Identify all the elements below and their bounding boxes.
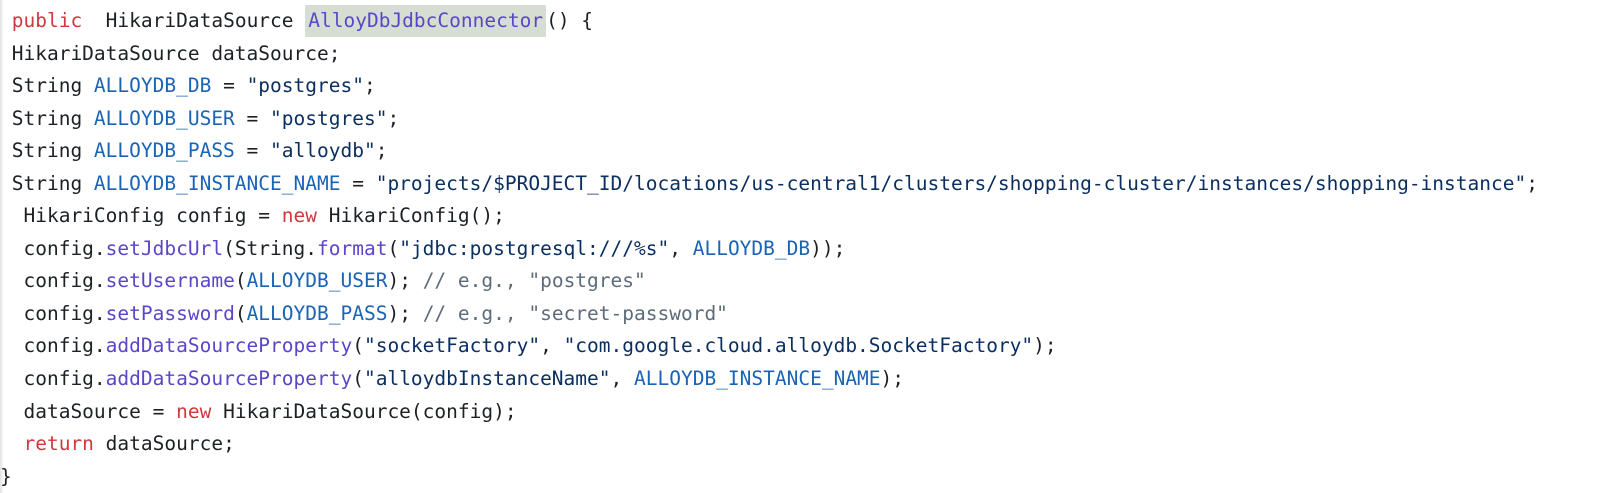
code-token: config. [0,367,106,391]
code-token: ALLOYDB_DB [692,236,811,260]
highlighted-token: AlloyDbJdbcConnector [305,5,547,37]
code-token: "projects/$PROJECT_ID/locations/us-centr… [375,171,1527,195]
code-token: , [540,334,564,358]
code-token: config. [0,334,106,358]
code-token: )); [810,236,846,260]
code-token: ( [234,301,247,325]
code-line: config.setUsername(ALLOYDB_USER); // e.g… [0,265,1600,298]
code-token: "postgres" [246,74,364,98]
code-line: config.setPassword(ALLOYDB_PASS); // e.g… [0,298,1600,331]
code-token: = [340,171,376,195]
code-token: dataSource = [0,399,177,423]
code-token: config. [0,301,106,325]
code-token: "socketFactory" [363,334,541,358]
code-token: = [211,74,247,98]
code-token: HikariDataSource [82,9,306,32]
code-token: ; [387,106,400,130]
code-token: } [0,464,12,488]
code-token: config. [0,236,106,260]
code-token: ; [375,139,388,163]
code-token: new [281,204,317,228]
code-line: String ALLOYDB_PASS = "alloydb"; [0,135,1600,168]
code-token: ALLOYDB_PASS [246,301,388,325]
code-token: ); [1033,334,1057,358]
code-line: String ALLOYDB_INSTANCE_NAME = "projects… [0,168,1600,201]
code-token: ( [387,236,400,260]
code-token: HikariDataSource dataSource; [0,41,341,65]
code-token: "jdbc:postgresql:///%s" [399,236,670,260]
code-token: // e.g., "postgres" [422,269,646,293]
code-token: HikariConfig(); [317,204,505,228]
code-token: = [234,139,271,163]
code-token: ( [352,367,364,391]
code-token: ALLOYDB_INSTANCE_NAME [634,367,881,391]
code-token [0,9,12,32]
code-token: , [610,367,634,391]
code-token: dataSource; [93,432,235,456]
code-token: setUsername [105,269,235,293]
code-line: } [0,461,1600,493]
code-token: ALLOYDB_PASS [93,139,235,163]
code-line: config.addDataSourceProperty("socketFact… [0,330,1600,363]
code-token: "alloydbInstanceName" [363,367,611,391]
code-token: setJdbcUrl [105,236,224,260]
code-line: String ALLOYDB_USER = "postgres"; [0,103,1600,136]
code-token: "com.google.cloud.alloydb.SocketFactory" [563,334,1034,358]
code-line: dataSource = new HikariDataSource(config… [0,396,1600,429]
code-token: String [0,74,94,98]
code-line: public HikariDataSource AlloyDbJdbcConne… [0,5,1600,38]
code-token: "postgres" [270,106,388,130]
code-token: HikariConfig config = [0,204,282,228]
code-token: new [176,399,212,423]
code-token: HikariDataSource(config); [211,399,517,423]
code-line: return dataSource; [0,428,1600,461]
code-line: HikariConfig config = new HikariConfig()… [0,200,1600,233]
code-token: ALLOYDB_USER [246,269,388,293]
code-token: String [0,139,94,163]
code-token: String [0,171,94,195]
code-token: (String. [223,236,317,260]
code-token: ); [880,367,905,391]
code-token: ; [363,74,376,98]
code-token: format [317,236,388,260]
code-token: "alloydb" [270,139,376,163]
code-token: String [0,106,94,130]
code-token: addDataSourceProperty [105,367,353,391]
code-token: ( [234,269,247,293]
code-token: public [11,9,83,32]
code-line: HikariDataSource dataSource; [0,38,1600,71]
code-token: ALLOYDB_DB [93,74,212,98]
code-token: = [234,106,271,130]
code-token: setPassword [105,301,235,325]
code-token: , [669,236,693,260]
code-token: ; [1526,171,1538,195]
code-token: return [23,432,94,456]
code-token: () { [546,9,594,32]
code-token [0,432,23,455]
code-token: config. [0,269,106,293]
code-token: ( [352,334,364,358]
code-token: // e.g., "secret-password" [422,301,728,325]
code-line: String ALLOYDB_DB = "postgres"; [0,70,1600,103]
code-token: ); [387,301,423,325]
code-token: ALLOYDB_INSTANCE_NAME [93,171,341,195]
code-line: config.addDataSourceProperty("alloydbIns… [0,363,1600,396]
code-token: addDataSourceProperty [105,334,353,358]
code-token: ALLOYDB_USER [93,106,235,130]
code-line: config.setJdbcUrl(String.format("jdbc:po… [0,233,1600,266]
code-token: ); [387,269,423,293]
